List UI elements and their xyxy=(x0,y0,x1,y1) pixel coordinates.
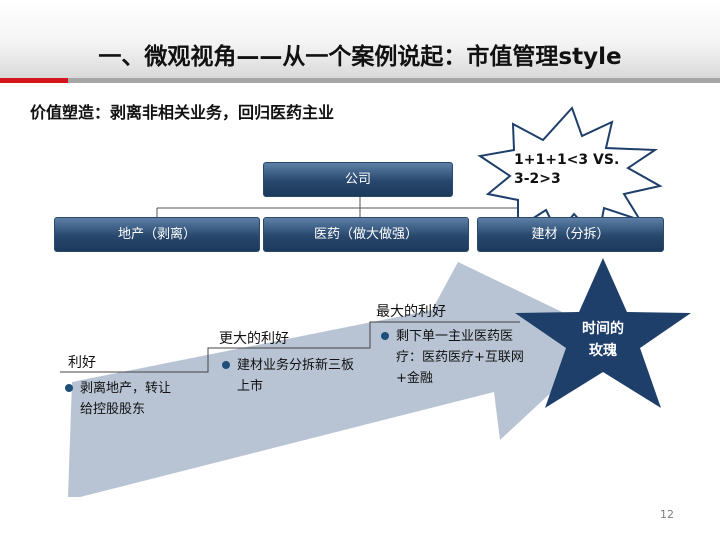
step-bullet-3: 剩下单一主业医药医 疗：医药医疗+互联网 +金融 xyxy=(381,326,536,389)
step-label-3: 最大的利好 xyxy=(376,304,446,320)
star-text: 时间的 玫瑰 xyxy=(566,318,640,362)
step-label-2: 更大的利好 xyxy=(219,331,289,347)
step-bullet-2-line-1: 建材业务分拆新三板 xyxy=(237,358,355,373)
title-accent-red-bar xyxy=(0,78,68,83)
step-bullet-1-line-1: 剥离地产，转让 xyxy=(80,381,172,396)
org-box-real-estate: 地产（剥离） xyxy=(54,217,260,252)
org-box-company: 公司 xyxy=(263,162,453,197)
step-bullet-3-line-1: 剩下单一主业医药医 xyxy=(396,329,514,344)
staircase-line xyxy=(60,321,520,373)
page-title: 一、微观视角——从一个案例说起：市值管理style xyxy=(98,44,622,70)
burst-line-1: 1+1+1<3 VS. xyxy=(514,152,620,168)
burst-line-2: 3-2>3 xyxy=(514,171,561,187)
step-bullet-3-line-3: +金融 xyxy=(396,371,433,386)
step-label-1: 利好 xyxy=(68,355,96,371)
step-bullet-2: 建材业务分拆新三板 上市 xyxy=(222,355,372,397)
step-bullet-3-line-2: 疗：医药医疗+互联网 xyxy=(396,350,524,365)
org-box-pharma: 医药（做大做强） xyxy=(263,217,469,252)
org-box-building-materials: 建材（分拆） xyxy=(477,217,664,252)
step-bullet-1: 剥离地产，转让 给控股股东 xyxy=(65,378,210,420)
growth-arrow xyxy=(68,262,612,497)
page-number: 12 xyxy=(660,508,674,521)
step-bullet-1-line-2: 给控股股东 xyxy=(80,402,146,417)
star-line-2: 玫瑰 xyxy=(589,343,617,359)
step-bullet-2-line-2: 上市 xyxy=(237,379,264,394)
page-subtitle: 价值塑造：剥离非相关业务，回归医药主业 xyxy=(30,103,335,122)
star-shape xyxy=(515,258,691,408)
title-underline-gray-bar xyxy=(68,78,720,83)
burst-shape xyxy=(477,106,663,243)
title-band xyxy=(0,0,720,78)
star-line-1: 时间的 xyxy=(582,321,624,337)
burst-text: 1+1+1<3 VS. 3-2>3 xyxy=(514,151,634,189)
